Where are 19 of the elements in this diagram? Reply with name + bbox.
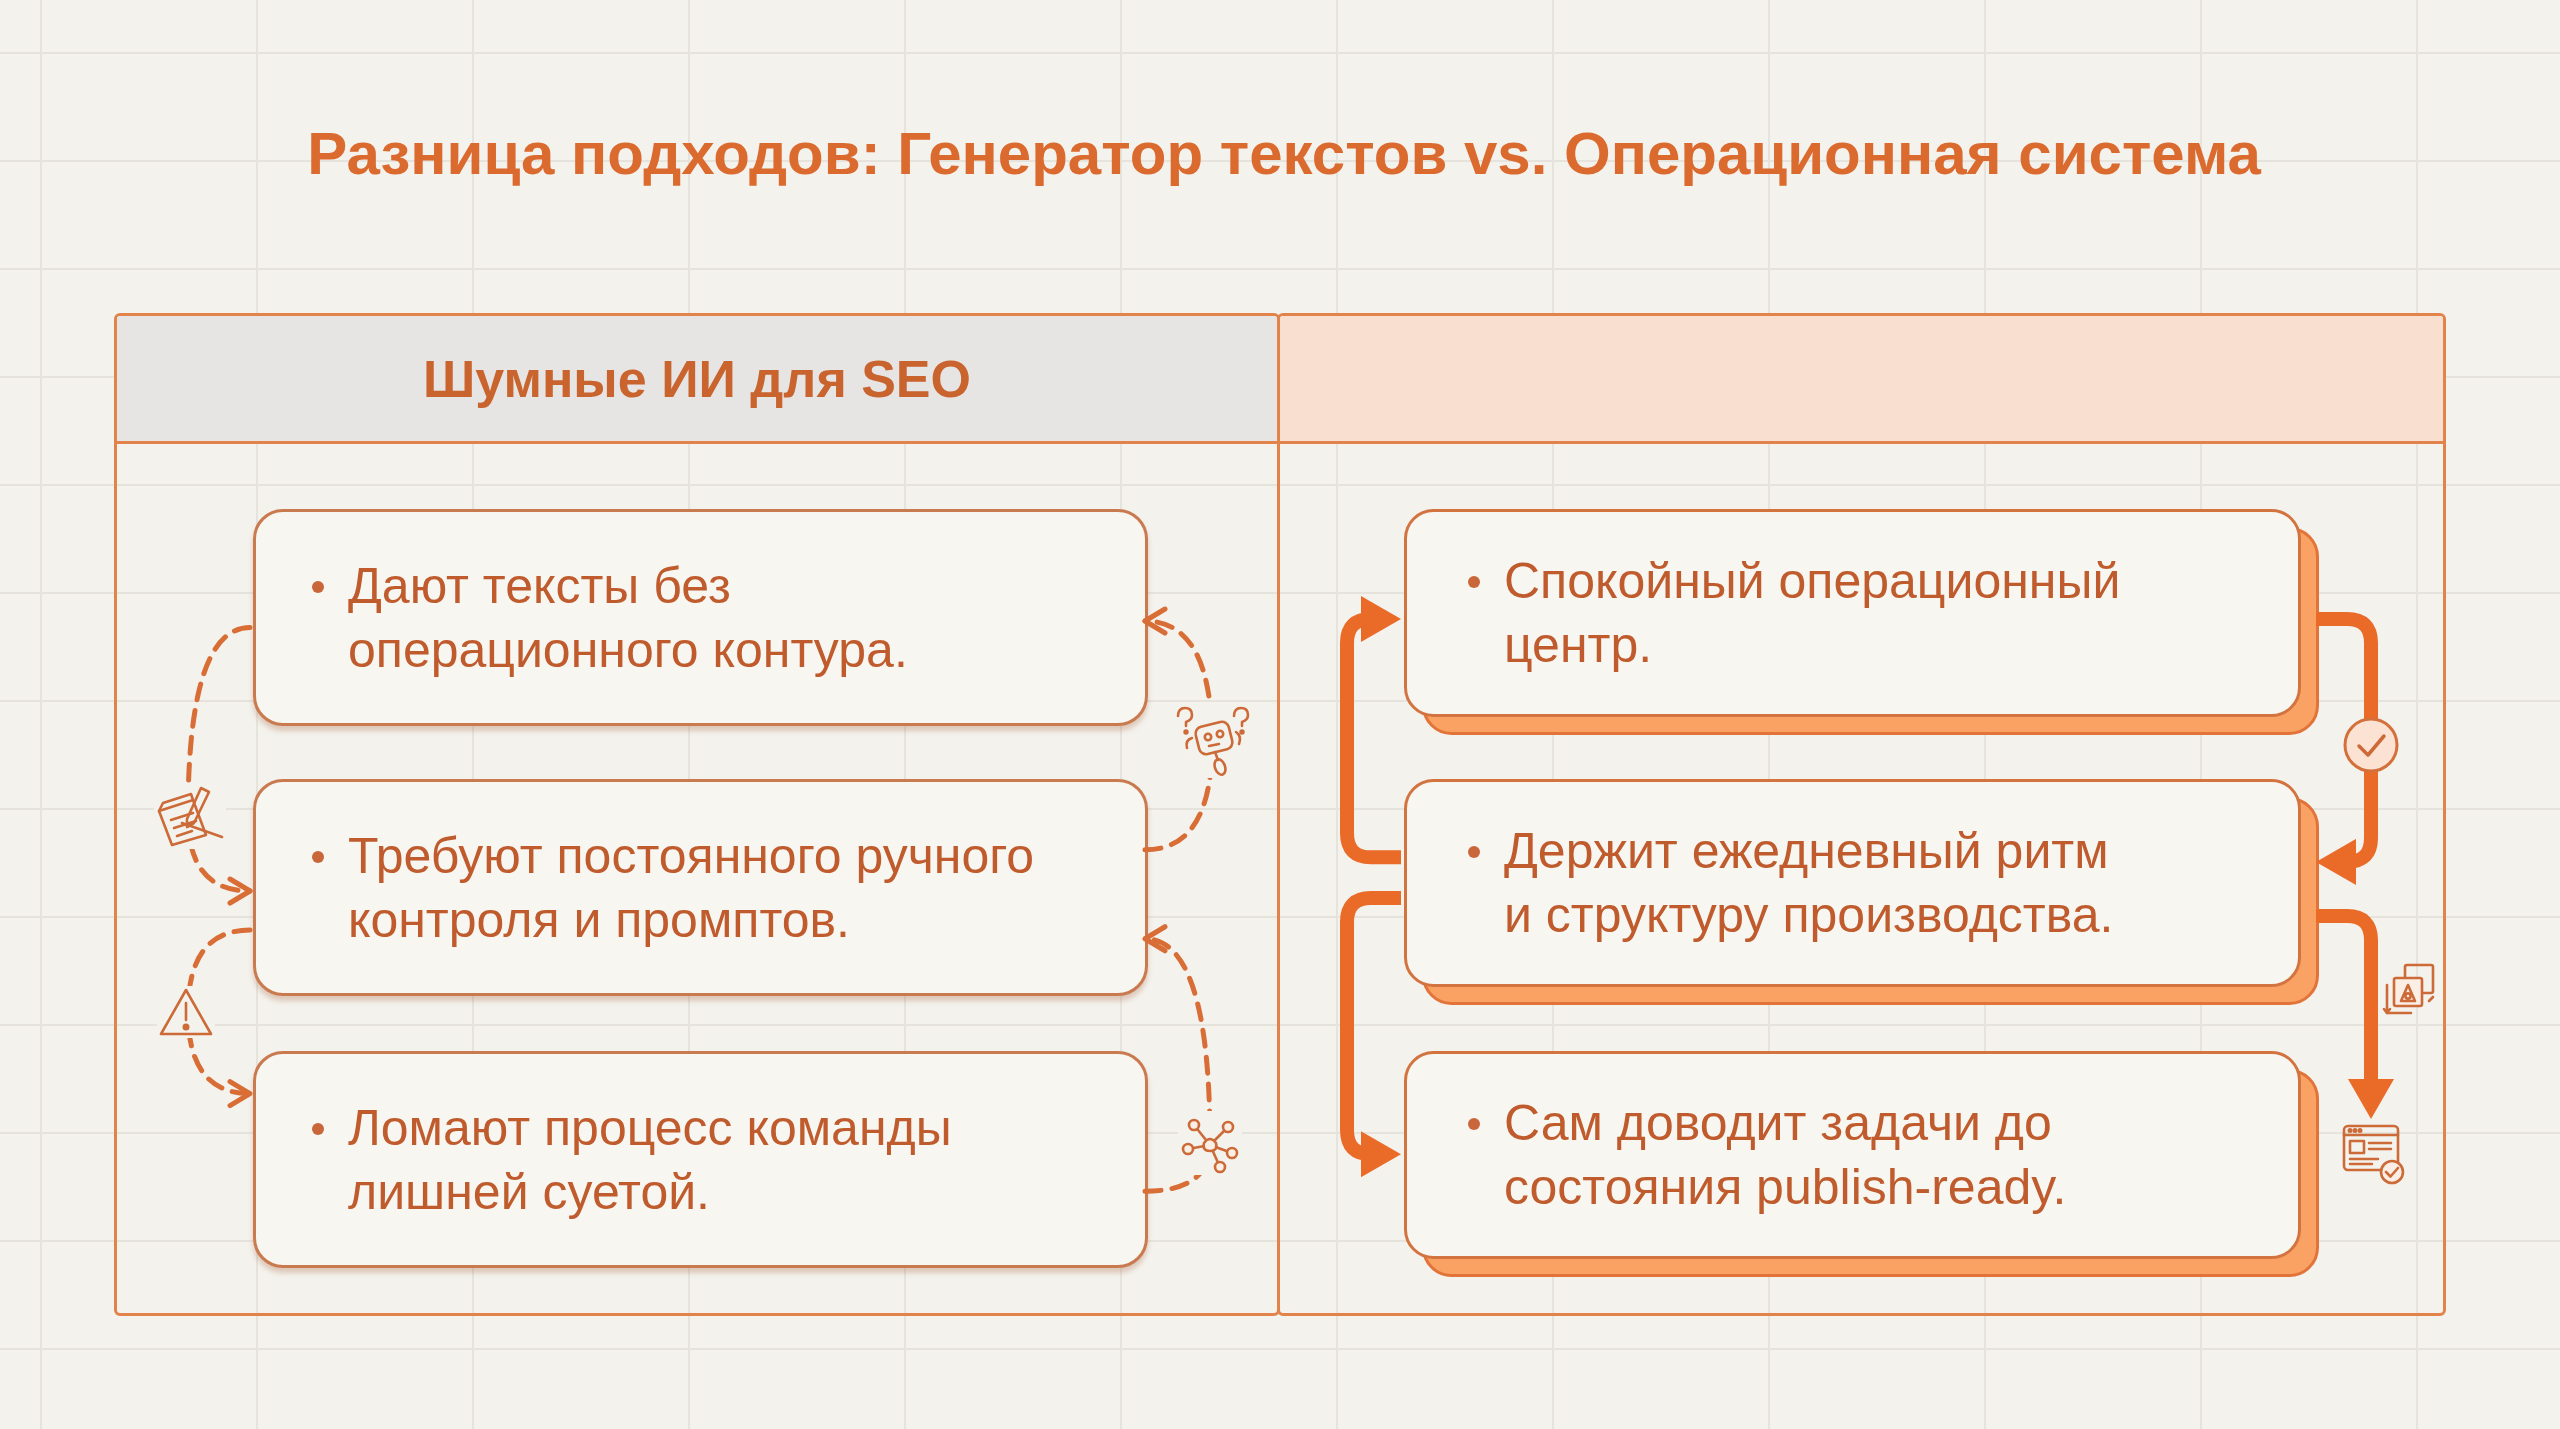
bullet-text: Требуют постоянного ручного контроля и промптов. bbox=[348, 826, 1036, 950]
thick-arrow bbox=[1340, 891, 1401, 1178]
column-panel bbox=[1277, 313, 2446, 1316]
bullet-text: Сам доводит задачи до состояния publish-ready. bbox=[1504, 1094, 2068, 1217]
bullet-card bbox=[253, 779, 1148, 996]
thick-arrow bbox=[1340, 596, 1401, 865]
stacked-card bbox=[1404, 1051, 2319, 1277]
bullet-text: Ломают процесс команды лишней суетой. bbox=[348, 1098, 953, 1222]
stacked-card bbox=[1404, 779, 2319, 1005]
bullet-text: Дают тексты без операционного контура. bbox=[348, 556, 909, 680]
dashed-arrow bbox=[1142, 927, 1213, 1194]
stacked-card bbox=[1404, 509, 2319, 735]
bullet-card bbox=[253, 1051, 1148, 1268]
bullet-text: Держит ежедневный ритм и структуру производства. bbox=[1504, 822, 2115, 945]
column-panel bbox=[114, 313, 1280, 1316]
title: Разница подходов: Генератор текстов vs. Операционная система bbox=[307, 119, 2261, 189]
bullet-card bbox=[253, 509, 1148, 726]
bullet-text: Спокойный операционный центр. bbox=[1504, 552, 2122, 675]
column-heading: Шумные ИИ для SEO bbox=[423, 348, 971, 410]
